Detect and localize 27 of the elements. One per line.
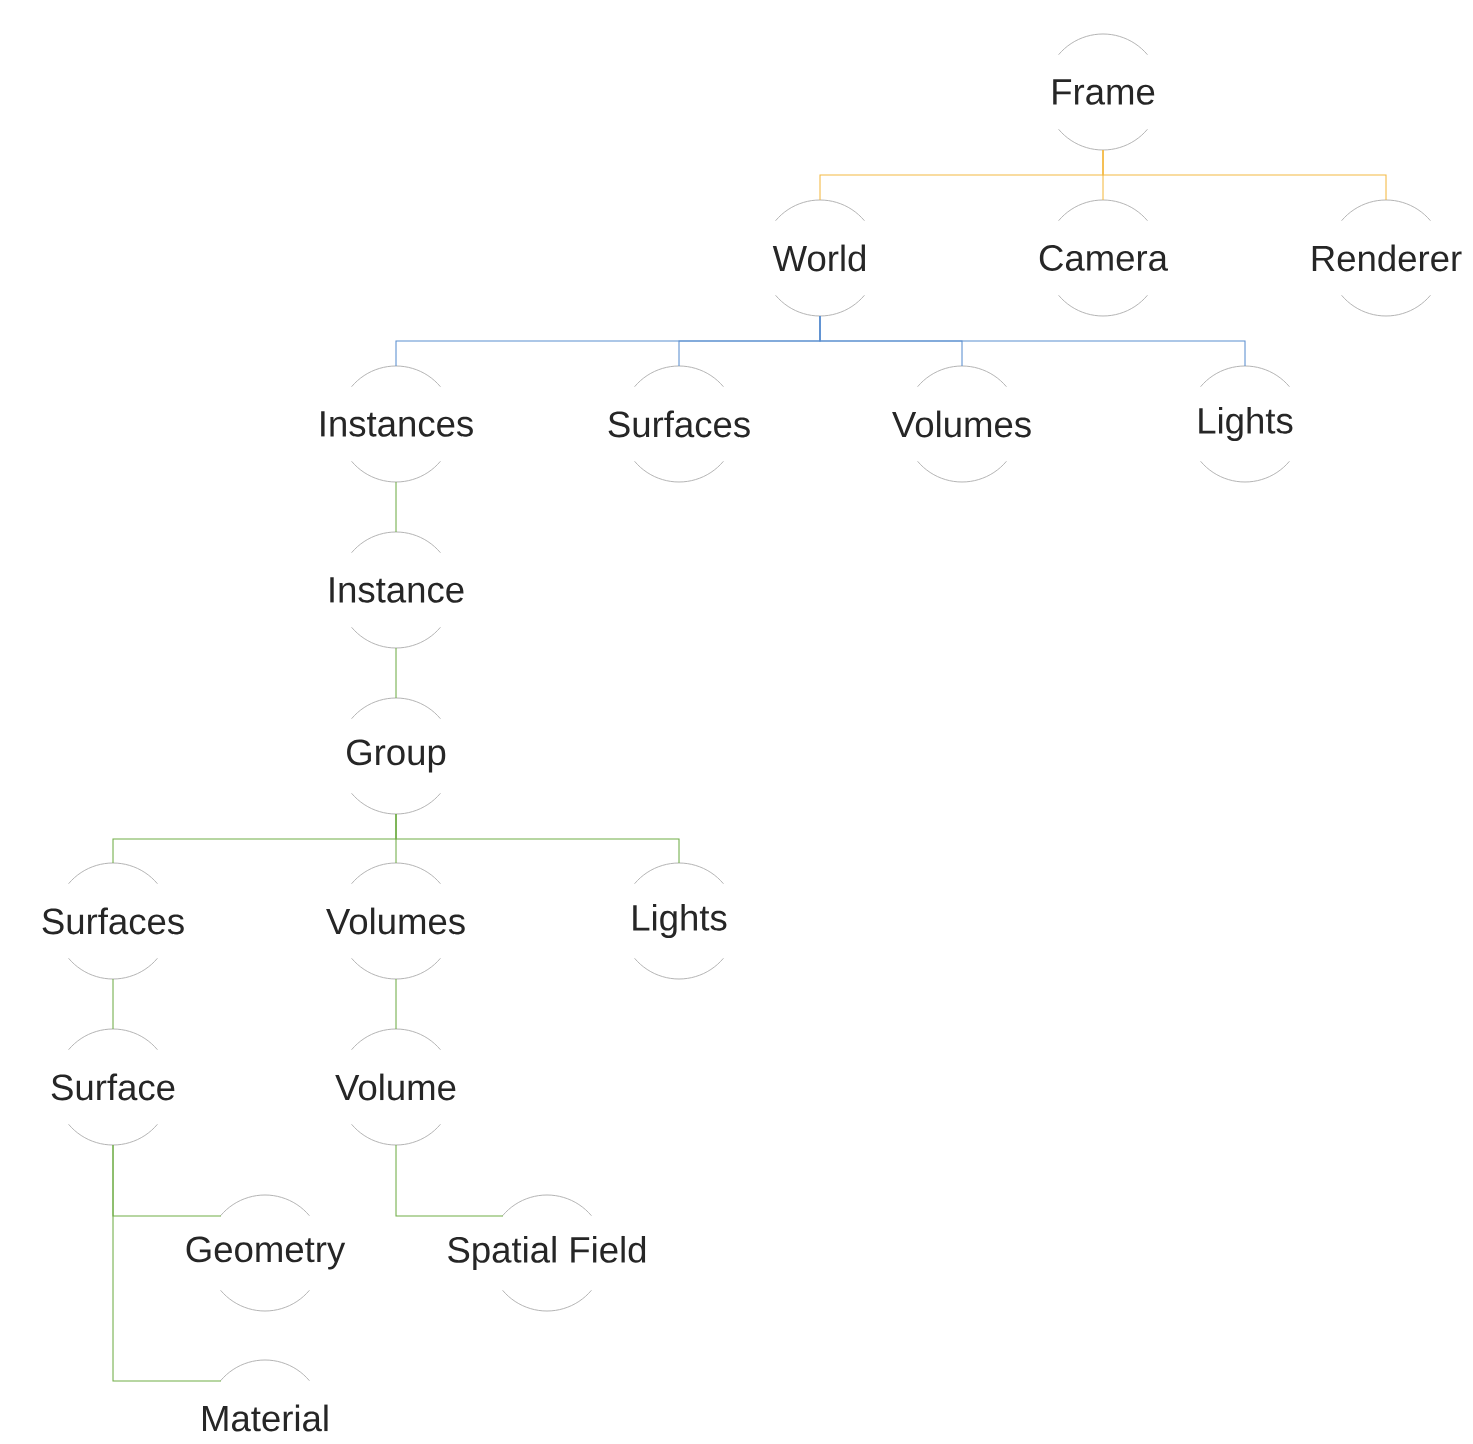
connector-line	[395, 1144, 504, 1217]
connector-line	[819, 315, 1246, 367]
connector-line	[395, 481, 397, 533]
circle-node: Surface	[51, 1028, 175, 1146]
circle-node: Group	[347, 697, 446, 815]
connector-line	[395, 647, 397, 699]
connector-line	[1102, 149, 1387, 201]
circle-node: Volumes	[326, 862, 465, 980]
circle-node: World	[772, 199, 866, 317]
circle-node: Lights	[1199, 365, 1293, 483]
circle-node: Instance	[330, 531, 464, 649]
circle-node: Spatial Field	[448, 1194, 646, 1312]
circle-node: Geometry	[186, 1194, 346, 1312]
circle-node: Renderer	[1312, 199, 1462, 317]
circle-node: Frame	[1053, 33, 1155, 151]
connector-line	[112, 1144, 222, 1382]
circle-node: Camera	[1039, 199, 1168, 317]
connector-line	[395, 813, 680, 864]
circle-node: Material	[203, 1359, 328, 1432]
circle-node: Surfaces	[42, 862, 184, 980]
connector-line	[395, 978, 397, 1030]
circle-node: Volumes	[892, 365, 1031, 483]
circle-node: Volume	[335, 1028, 456, 1146]
circle-node: Surfaces	[608, 365, 750, 483]
connector-line	[112, 978, 114, 1030]
circle-node: Instances	[321, 365, 473, 483]
circle-node: Lights	[633, 862, 727, 980]
